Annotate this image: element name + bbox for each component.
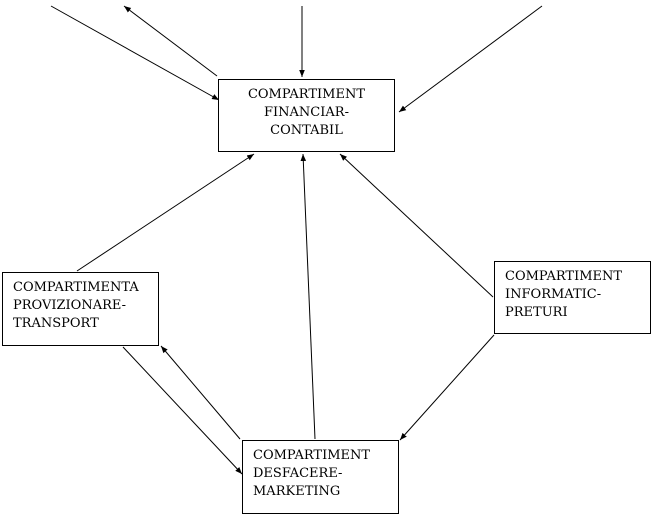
box-label-line: PROVIZIONARE- <box>13 298 126 313</box>
arrow-external-top-right-to-financiar <box>398 5 543 113</box>
arrow-financiar-to-external-top-left <box>123 5 218 77</box>
arrow-aprovizionare-to-financiar <box>76 153 255 272</box>
arrow-informatic-to-desfacere <box>399 334 495 441</box>
arrow-desfacere-to-financiar <box>300 153 316 440</box>
box-compartiment-financiar-contabil: COMPARTIMENT FINANCIAR- CONTABIL <box>218 79 395 152</box>
box-label-line: COMPARTIMENT <box>247 87 366 102</box>
arrow-informatic-to-financiar <box>339 153 494 298</box>
box-label-line: COMPARTIMENT <box>505 269 623 284</box>
box-label-line: MARKETING <box>253 484 341 499</box>
box-label-line: CONTABIL <box>270 123 343 138</box>
box-label-line: INFORMATIC- <box>505 287 602 302</box>
arrow-aprovizionare-to-desfacere <box>122 346 243 475</box>
arrow-desfacere-to-aprovizionare <box>160 345 241 440</box>
box-label-line: PRETURI <box>505 305 568 320</box>
box-compartiment-informatic-preturi: COMPARTIMENT INFORMATIC- PRETURI <box>494 261 651 334</box>
box-label-line: FINANCIAR- <box>264 105 349 120</box>
box-label-line: TRANSPORT <box>13 316 99 331</box>
box-label-line: COMPARTIMENT <box>253 448 371 463</box>
box-compartiment-aprovizionare-transport: COMPARTIMENTA PROVIZIONARE- TRANSPORT <box>2 272 159 346</box>
box-compartiment-desfacere-marketing: COMPARTIMENT DESFACERE- MARKETING <box>242 440 399 514</box>
box-label-line: COMPARTIMENTA <box>13 280 139 295</box>
box-label-line: DESFACERE- <box>253 466 343 481</box>
arrow-external-top-left-to-financiar <box>50 5 220 101</box>
